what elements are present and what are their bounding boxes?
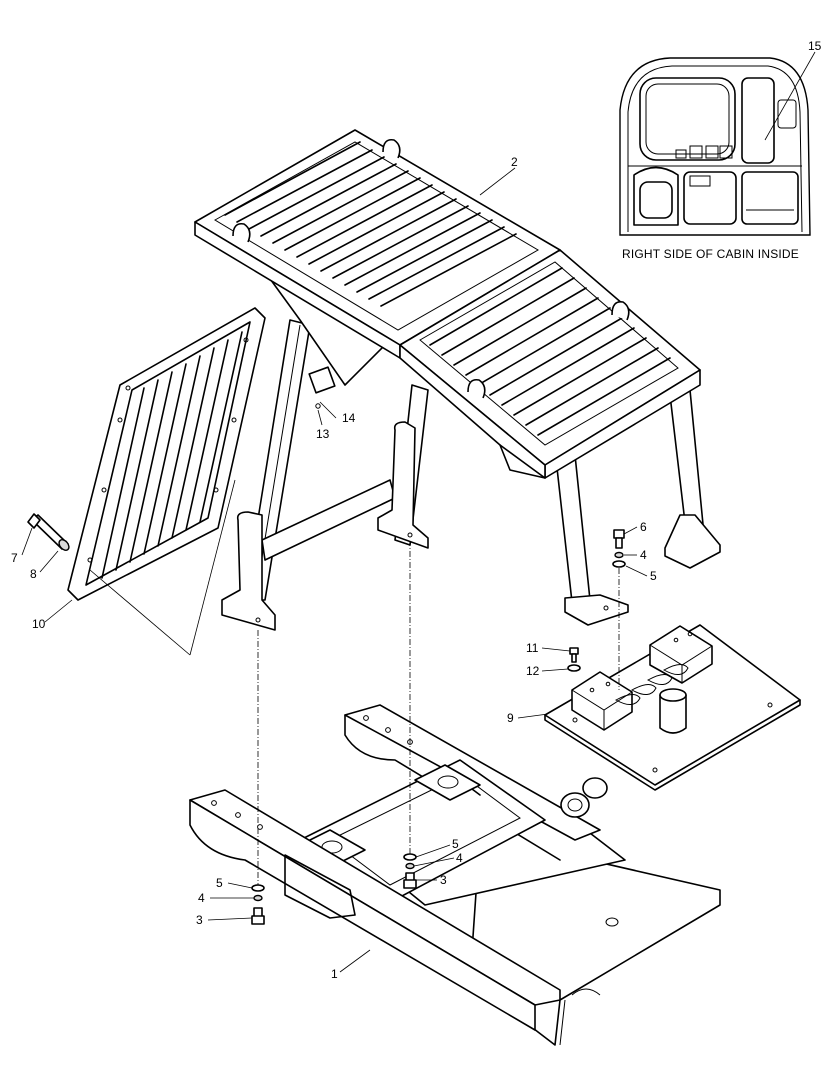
callout-5-center: 5 — [452, 837, 459, 851]
callout-4-center: 4 — [456, 851, 463, 865]
callout-12: 12 — [526, 664, 540, 678]
callout-5-front: 5 — [650, 569, 657, 583]
callout-8: 8 — [30, 567, 37, 581]
bolt-set-left — [251, 630, 265, 925]
mounting-base-plate — [544, 624, 801, 791]
callout-2: 2 — [511, 155, 518, 169]
bolt-set-plate — [567, 647, 581, 672]
callout-9: 9 — [507, 711, 514, 725]
callout-4-front: 4 — [640, 548, 647, 562]
callout-13: 13 — [316, 427, 330, 441]
callout-6: 6 — [640, 520, 647, 534]
machine-frame — [189, 704, 721, 1046]
callout-3-center: 3 — [440, 873, 447, 887]
callout-10: 10 — [32, 617, 46, 631]
callout-11: 11 — [526, 641, 539, 655]
callout-15: 15 — [808, 39, 822, 53]
callout-labels: 2 14 13 6 4 5 11 12 9 7 8 10 5 4 3 5 4 3… — [11, 155, 657, 981]
callout-1: 1 — [331, 967, 338, 981]
cabin-inset: 15 RIGHT SIDE OF CABIN INSIDE — [619, 39, 822, 261]
callout-4-left: 4 — [198, 891, 205, 905]
leader-lines — [21, 167, 648, 973]
inset-caption: RIGHT SIDE OF CABIN INSIDE — [622, 247, 799, 261]
callout-7: 7 — [11, 551, 18, 565]
callout-3-left: 3 — [196, 913, 203, 927]
callout-5-left: 5 — [216, 876, 223, 890]
side-screen — [27, 307, 266, 656]
top-guard — [194, 129, 721, 631]
callout-14: 14 — [342, 411, 356, 425]
bolt-set-front — [612, 529, 626, 690]
